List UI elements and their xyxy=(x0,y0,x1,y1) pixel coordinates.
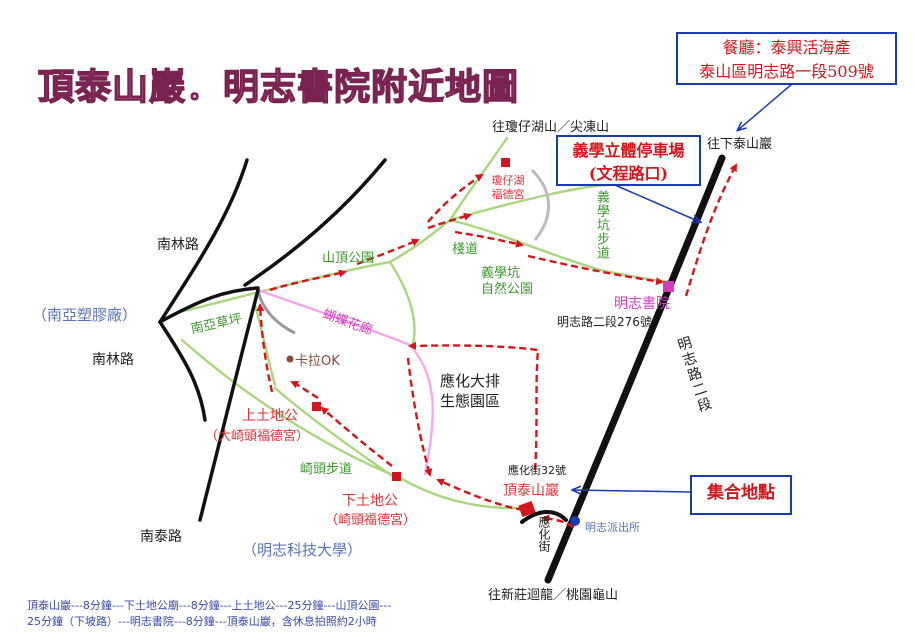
label-yixuekeng-park-1: 義學坑 xyxy=(481,266,521,281)
restaurant-name: 餐廳：泰興活海產 xyxy=(722,38,851,57)
label-dingtaishan: 頂泰山巖 xyxy=(503,483,559,499)
route-seg-13 xyxy=(408,341,540,471)
road-nanlin-lower xyxy=(158,320,207,422)
trail-outer-south xyxy=(180,338,527,510)
route-seg-12 xyxy=(684,163,738,297)
dingtaishan-marker xyxy=(518,500,536,518)
road-nantai xyxy=(198,288,260,522)
route-seg-2 xyxy=(436,478,524,512)
label-to-qiongzai: 往瓊仔湖山／尖凍山 xyxy=(492,120,610,135)
label-nanlin-road-top: 南林路 xyxy=(157,237,199,253)
label-mingzhi-univ: （明志科技大學） xyxy=(242,541,363,559)
footer-line-1: 頂泰山巖---8分鐘---下土地公廟---8分鐘---上土地公---25分鐘--… xyxy=(27,599,392,612)
parking-note: (文程路口) xyxy=(588,164,669,183)
footer-line-2: 25分鐘（下坡路）---明志書院---8分鐘---頂泰山巖，含休息拍照約2小時 xyxy=(27,615,377,628)
trail-nanlin-to-shanding xyxy=(178,260,392,314)
parking-callout-arrow xyxy=(614,184,700,222)
label-karaoke: 卡拉OK xyxy=(295,354,340,369)
callout-arrows xyxy=(573,83,793,492)
route-seg-11 xyxy=(527,254,664,286)
route-seg-9 xyxy=(427,173,484,223)
trail-shanding-to-eco xyxy=(388,260,416,350)
route-seg-4 xyxy=(290,380,319,400)
label-yinghua-eco-2: 生態園區 xyxy=(440,392,501,410)
route-seg-3 xyxy=(320,406,393,467)
trail-upper-tudi xyxy=(273,386,397,480)
qiongzai-temple-marker xyxy=(501,158,510,167)
police-marker xyxy=(570,516,580,526)
upper-tudi-marker xyxy=(312,402,321,411)
route-seg-10 xyxy=(454,230,524,248)
label-yixuekeng-park-2: 自然公園 xyxy=(481,282,534,297)
meeting-point-label: 集合地點 xyxy=(707,483,775,503)
label-to-xinzhuang: 往新莊迴龍／桃園龜山 xyxy=(488,588,619,603)
trail-yixuekeng xyxy=(448,183,612,222)
hiking-route xyxy=(256,163,738,528)
road-junction-west xyxy=(158,286,260,324)
trail-shanding-to-zhandao xyxy=(388,218,452,264)
route-timing-footer: 頂泰山巖---8分鐘---下土地公廟---8分鐘---上土地公---25分鐘--… xyxy=(27,598,391,630)
lower-tudi-marker xyxy=(392,472,401,481)
map-title: 頂泰山巖．明志書院附近地圖 xyxy=(37,66,520,108)
label-qitou-trail: 崎頭步道 xyxy=(300,462,353,477)
label-qiongzai-temple: 瓊仔湖福德宮 xyxy=(491,174,525,201)
route-seg-5 xyxy=(256,303,274,393)
label-upper-tudi-1: 上土地公 xyxy=(242,408,298,424)
road-nanlin-upper xyxy=(158,158,249,324)
trail-karaoke-loop xyxy=(253,303,277,387)
nanya-side-road xyxy=(256,289,296,335)
meeting-callout-arrow xyxy=(573,490,691,492)
label-nantai-road: 南泰路 xyxy=(140,529,182,545)
route-seg-7 xyxy=(356,238,420,266)
academy-marker xyxy=(663,281,674,292)
meeting-point-box: 集合地點 xyxy=(690,475,792,515)
label-to-xiataishan: 往下泰山巖 xyxy=(707,137,773,152)
route-seg-8 xyxy=(427,212,472,230)
label-yixuekeng-trail: 義學坑步道 xyxy=(594,190,609,260)
restaurant-address: 泰山區明志路一段509號 xyxy=(699,62,874,81)
label-upper-tudi-2: （大崎頭福德宮） xyxy=(205,429,310,444)
label-shanding-park: 山頂公園 xyxy=(322,251,375,266)
parking-info-box: 義學立體停車場 (文程路口) xyxy=(556,135,701,186)
label-mingzhi-police: 明志派出所 xyxy=(585,521,640,534)
label-lower-tudi-1: 下土地公 xyxy=(342,493,398,509)
roads xyxy=(158,154,726,584)
karaoke-marker xyxy=(286,355,294,363)
route-seg-14 xyxy=(406,357,433,477)
label-yinghua-street: 應化街 xyxy=(537,516,551,552)
label-lower-tudi-2: （崎頭福德宮） xyxy=(325,513,417,528)
label-zhandao: 棧道 xyxy=(452,242,479,257)
road-north-branch xyxy=(243,158,387,287)
restaurant-callout-arrow xyxy=(738,83,793,130)
route-seg-1 xyxy=(541,514,574,528)
restaurant-info-box: 餐廳：泰興活海產 泰山區明志路一段509號 xyxy=(676,32,897,85)
label-mingzhi-academy: 明志書院 xyxy=(614,296,670,312)
label-yinghua-st-32: 應化街32號 xyxy=(508,464,566,477)
route-seg-6 xyxy=(269,269,347,292)
road-yinghua-street xyxy=(520,510,568,524)
label-nanya-plastics: （南亞塑膠廠） xyxy=(32,306,138,324)
qiongzai-side-road xyxy=(530,168,550,241)
label-nanlin-road-mid: 南林路 xyxy=(92,352,134,368)
label-academy-address: 明志路二段276號 xyxy=(557,315,652,329)
label-yinghua-eco-1: 應化大排 xyxy=(440,372,501,390)
parking-name: 義學立體停車場 xyxy=(572,141,685,160)
